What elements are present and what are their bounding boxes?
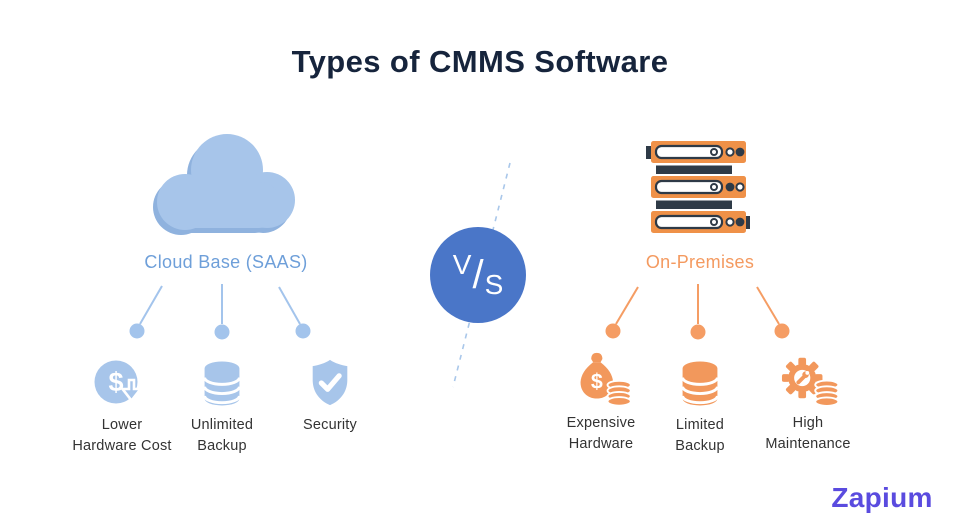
feature-expensive-hardware: $ Expensive Hardware [533,352,669,455]
onprem-side-label: On-Premises [645,252,755,272]
server-stack-icon [646,141,750,233]
database-icon [200,356,244,408]
feature-label: Expensive Hardware [566,415,636,453]
cloud-icon [153,134,295,235]
cloud-connector-lines [129,284,311,340]
feature-lower-hardware-cost: $ Lower Hardware Cost [54,356,190,457]
vs-top-letter: V [452,249,472,280]
money-bag-icon: $ [569,352,633,406]
page-title: Types of CMMS Software [291,44,669,79]
feature-label: Lower Hardware Cost [72,417,172,455]
shield-check-icon [305,356,355,408]
cloud-side-label: Cloud Base (SAAS) [144,252,308,272]
feature-label: High Maintenance [765,415,851,453]
vs-bottom-letter: S [484,269,504,300]
vs-badge: V / S [430,227,526,323]
gear-coins-icon [776,354,840,406]
dollar-decrease-icon: $ [93,356,151,408]
svg-text:$: $ [108,367,123,397]
database-icon [678,356,722,408]
feature-label: Security [303,417,357,433]
feature-limited-backup: Limited Backup [632,356,768,457]
feature-label: Unlimited Backup [190,417,254,455]
brand-logo: Zapium [831,482,933,513]
feature-high-maintenance: High Maintenance [740,354,876,455]
feature-security: Security [262,356,398,436]
onprem-connector-lines [605,284,790,340]
feature-label: Limited Backup [675,417,725,455]
feature-unlimited-backup: Unlimited Backup [154,356,290,457]
vs-slash: / [472,252,484,297]
svg-text:$: $ [591,369,603,393]
